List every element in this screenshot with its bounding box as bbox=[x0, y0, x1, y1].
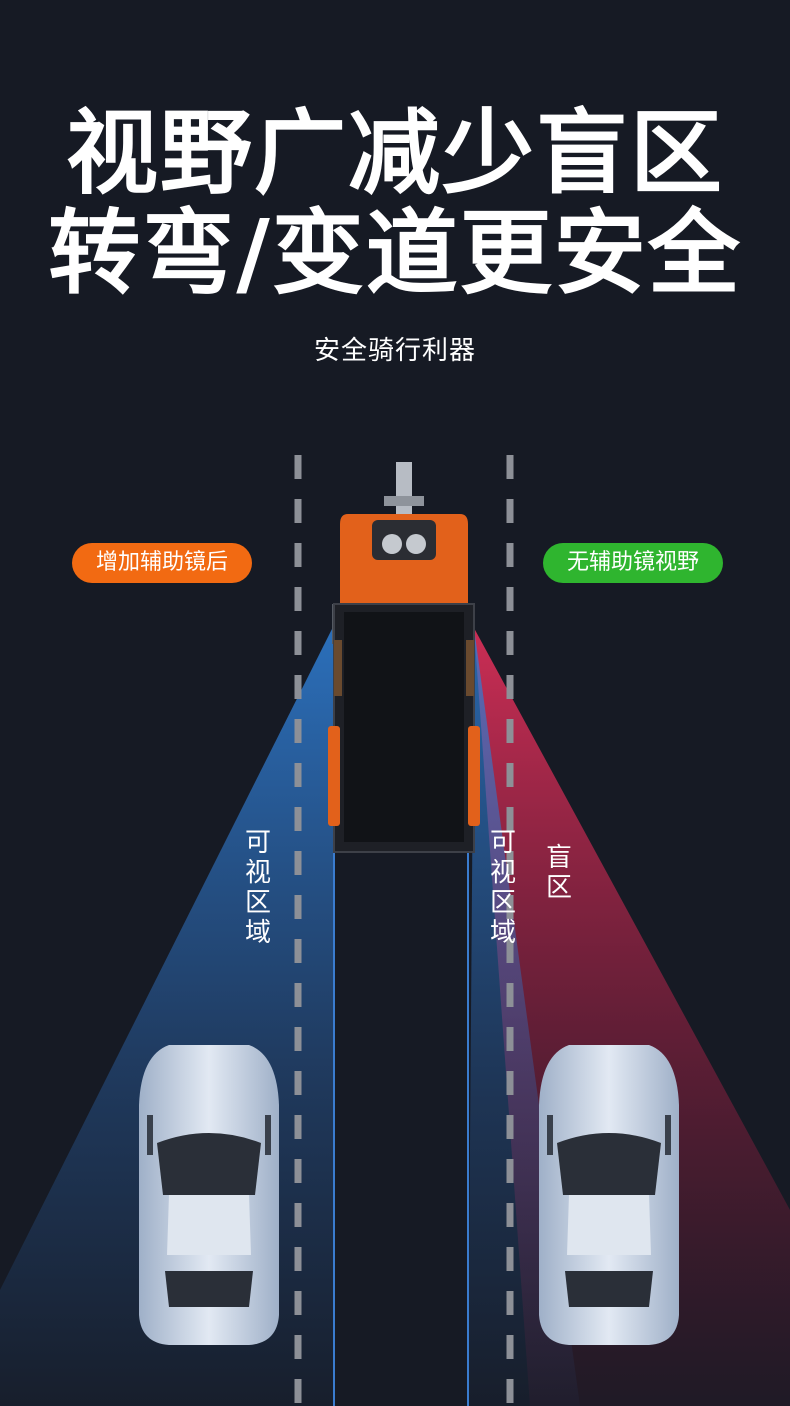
label-visible-zone-left: 可视区域 bbox=[244, 828, 271, 948]
badge-without-mirror: 无辅助镜视野 bbox=[543, 543, 723, 583]
headline-line-1: 视野广减少盲区 bbox=[65, 100, 724, 207]
subtitle: 安全骑行利器 bbox=[313, 336, 476, 366]
tricycle-icon bbox=[328, 462, 480, 853]
label-visible-zone-right: 可视区域 bbox=[489, 828, 516, 948]
label-blind-zone: 盲区 bbox=[545, 843, 572, 903]
badge-with-mirror: 增加辅助镜后 bbox=[72, 543, 252, 583]
car-icon bbox=[139, 1045, 279, 1345]
headline-line-2: 转弯/变道更安全 bbox=[48, 200, 742, 307]
car-icon bbox=[539, 1045, 679, 1345]
